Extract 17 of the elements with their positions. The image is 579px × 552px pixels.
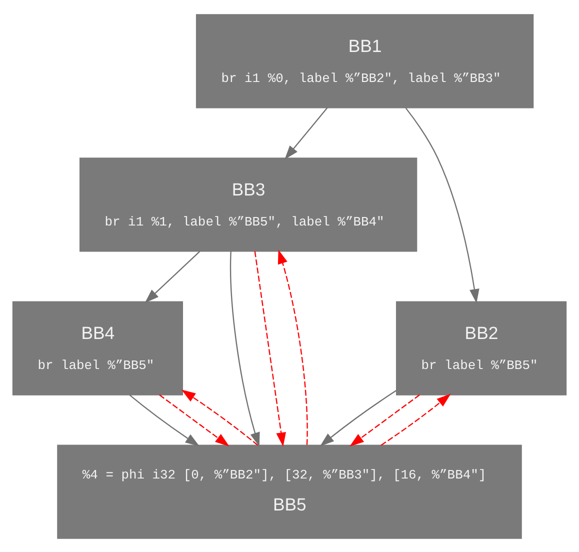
arrow bbox=[254, 250, 286, 446]
arrow bbox=[181, 389, 258, 446]
arrow bbox=[320, 390, 396, 446]
arrow bbox=[230, 250, 260, 446]
arrow bbox=[405, 107, 480, 303]
arrow bbox=[278, 249, 308, 444]
arrow bbox=[129, 394, 200, 446]
arrow bbox=[159, 394, 230, 446]
node-box: BB2 br label %”BB5" bbox=[396, 300, 567, 395]
node-box: BB1 br i1 %0, label %”BB2", label %”BB3" bbox=[196, 14, 534, 108]
arrow bbox=[284, 106, 328, 160]
arrow bbox=[350, 394, 420, 446]
node-box: BB4 br label %”BB5" bbox=[12, 300, 184, 395]
arrow bbox=[380, 393, 451, 446]
node-box: BB3 br i1 %1, label %”BB5", label %”BB4" bbox=[79, 157, 418, 252]
node-box: %4 = phi i32 [0, %”BB2"], [32, %”BB3"], [16, %”BB4"] BB5 bbox=[57, 444, 522, 538]
arrow bbox=[144, 250, 200, 302]
